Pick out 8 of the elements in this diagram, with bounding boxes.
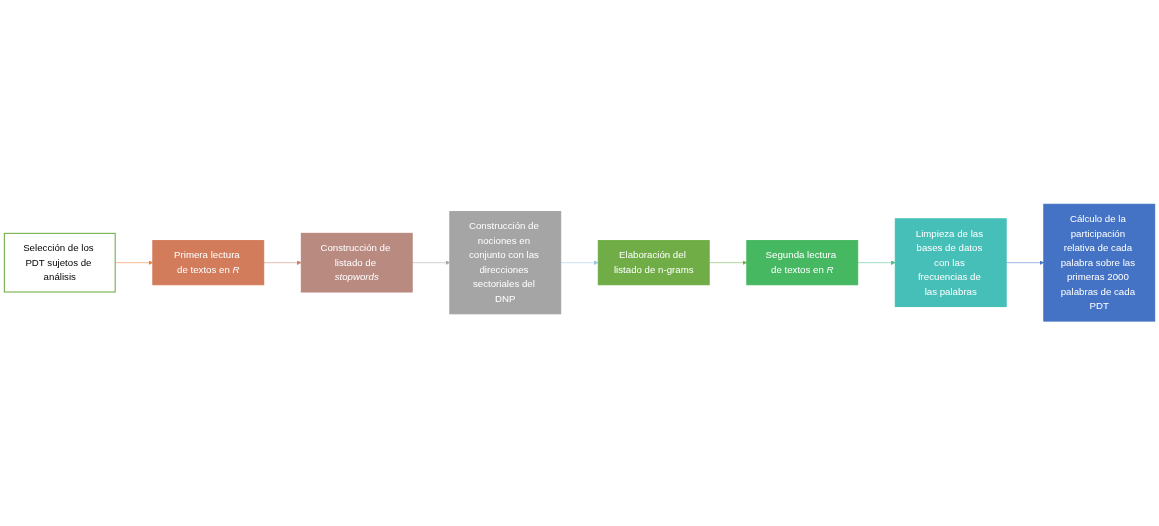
- node-box: Construcción de listado de stopwords: [300, 233, 413, 293]
- node-box: Elaboración del listado de n-grams: [597, 240, 710, 286]
- node-box: Limpieza de las bases de datos con las frecuencias de las palabras: [894, 218, 1007, 308]
- node-box: Construcción de nociones en conjunto con las direcciones sectoriales del DNP: [449, 211, 562, 315]
- node-box: Primera lectura de textos en R: [152, 240, 265, 286]
- node-box: Selección de los PDT sujetos de análisis: [3, 233, 116, 293]
- node-box: Segunda lectura de textos en R: [746, 240, 859, 286]
- node-box: Cálculo de la participación relativa de cada palabra sobre las primeras 2000 palabras de cada PDT: [1043, 204, 1156, 322]
